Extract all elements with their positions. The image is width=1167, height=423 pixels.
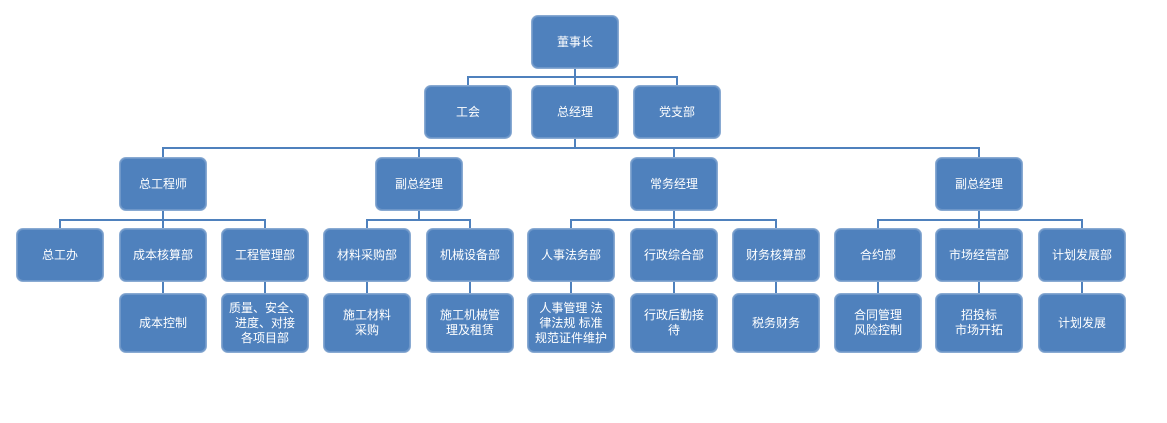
node-hr-legal-duties[interactable]: 人事管理 法 律法规 标准 规范证件维护 bbox=[527, 293, 615, 353]
node-deputy-gm-1[interactable]: 副总经理 bbox=[375, 157, 463, 211]
node-cost-control[interactable]: 成本控制 bbox=[119, 293, 207, 353]
node-deputy-gm-2[interactable]: 副总经理 bbox=[935, 157, 1023, 211]
node-chairman[interactable]: 董事长 bbox=[531, 15, 619, 69]
node-admin-general-dept[interactable]: 行政综合部 bbox=[630, 228, 718, 282]
node-finance-accounting-dept[interactable]: 财务核算部 bbox=[732, 228, 820, 282]
node-chief-engineer[interactable]: 总工程师 bbox=[119, 157, 207, 211]
node-quality-safety-progress[interactable]: 质量、安全、 进度、对接 各项目部 bbox=[221, 293, 309, 353]
connector-deputy-gm-1-children bbox=[366, 211, 471, 228]
connector-gm-children bbox=[162, 139, 980, 157]
node-contract-mgmt-risk-control[interactable]: 合同管理 风险控制 bbox=[834, 293, 922, 353]
node-admin-logistics-reception[interactable]: 行政后勤接 待 bbox=[630, 293, 718, 353]
connector-chairman-children bbox=[467, 69, 678, 85]
node-planning-dev-dept[interactable]: 计划发展部 bbox=[1038, 228, 1126, 282]
node-cost-accounting-dept[interactable]: 成本核算部 bbox=[119, 228, 207, 282]
node-chief-engineer-office[interactable]: 总工办 bbox=[16, 228, 104, 282]
node-construction-material-purchasing[interactable]: 施工材料 采购 bbox=[323, 293, 411, 353]
node-bidding-market-dev[interactable]: 招投标 市场开拓 bbox=[935, 293, 1023, 353]
connector-managing-director-children bbox=[570, 211, 777, 228]
connector-chief-engineer-children bbox=[59, 211, 266, 228]
node-hr-legal-dept[interactable]: 人事法务部 bbox=[527, 228, 615, 282]
node-tax-finance[interactable]: 税务财务 bbox=[732, 293, 820, 353]
node-machinery-equipment-dept[interactable]: 机械设备部 bbox=[426, 228, 514, 282]
node-party-branch[interactable]: 党支部 bbox=[633, 85, 721, 139]
node-construction-machinery-mgmt[interactable]: 施工机械管 理及租赁 bbox=[426, 293, 514, 353]
connector-deputy-gm-2-children bbox=[877, 211, 1083, 228]
node-managing-director[interactable]: 常务经理 bbox=[630, 157, 718, 211]
node-material-purchasing-dept[interactable]: 材料采购部 bbox=[323, 228, 411, 282]
node-contract-dept[interactable]: 合约部 bbox=[834, 228, 922, 282]
connector-dept-subunits bbox=[162, 282, 1083, 293]
node-general-manager[interactable]: 总经理 bbox=[531, 85, 619, 139]
node-engineering-mgmt-dept[interactable]: 工程管理部 bbox=[221, 228, 309, 282]
node-planning-development[interactable]: 计划发展 bbox=[1038, 293, 1126, 353]
node-market-operation-dept[interactable]: 市场经营部 bbox=[935, 228, 1023, 282]
node-labor-union[interactable]: 工会 bbox=[424, 85, 512, 139]
